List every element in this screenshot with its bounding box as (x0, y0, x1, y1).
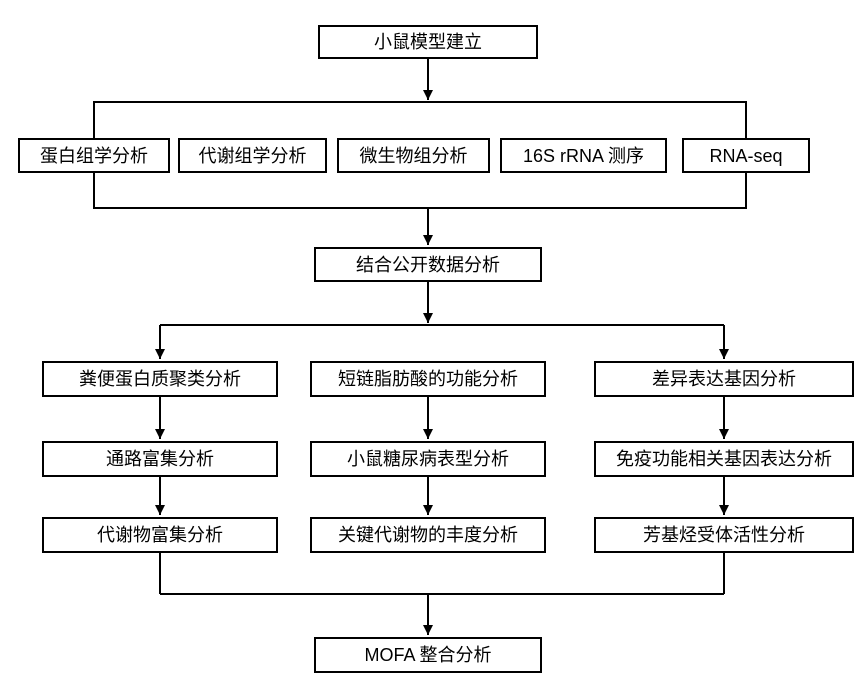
node-merge-public-data: 结合公开数据分析 (314, 247, 542, 282)
node-differential-expression: 差异表达基因分析 (594, 361, 854, 397)
node-proteomics: 蛋白组学分析 (18, 138, 170, 173)
node-immune-gene-expression: 免疫功能相关基因表达分析 (594, 441, 854, 477)
node-microbiome: 微生物组分析 (337, 138, 490, 173)
node-ahr-activity: 芳基烃受体活性分析 (594, 517, 854, 553)
node-rna-seq: RNA-seq (682, 138, 810, 173)
node-mofa-integration: MOFA 整合分析 (314, 637, 542, 673)
node-pathway-enrichment: 通路富集分析 (42, 441, 278, 477)
node-mouse-model: 小鼠模型建立 (318, 25, 538, 59)
node-diabetes-phenotype: 小鼠糖尿病表型分析 (310, 441, 546, 477)
node-key-metabolite-abundance: 关键代谢物的丰度分析 (310, 517, 546, 553)
node-metabolite-enrichment: 代谢物富集分析 (42, 517, 278, 553)
node-scfa-function: 短链脂肪酸的功能分析 (310, 361, 546, 397)
node-16s-rrna-sequencing: 16S rRNA 测序 (500, 138, 667, 173)
node-metabolomics: 代谢组学分析 (178, 138, 327, 173)
node-fecal-protein-clustering: 粪便蛋白质聚类分析 (42, 361, 278, 397)
